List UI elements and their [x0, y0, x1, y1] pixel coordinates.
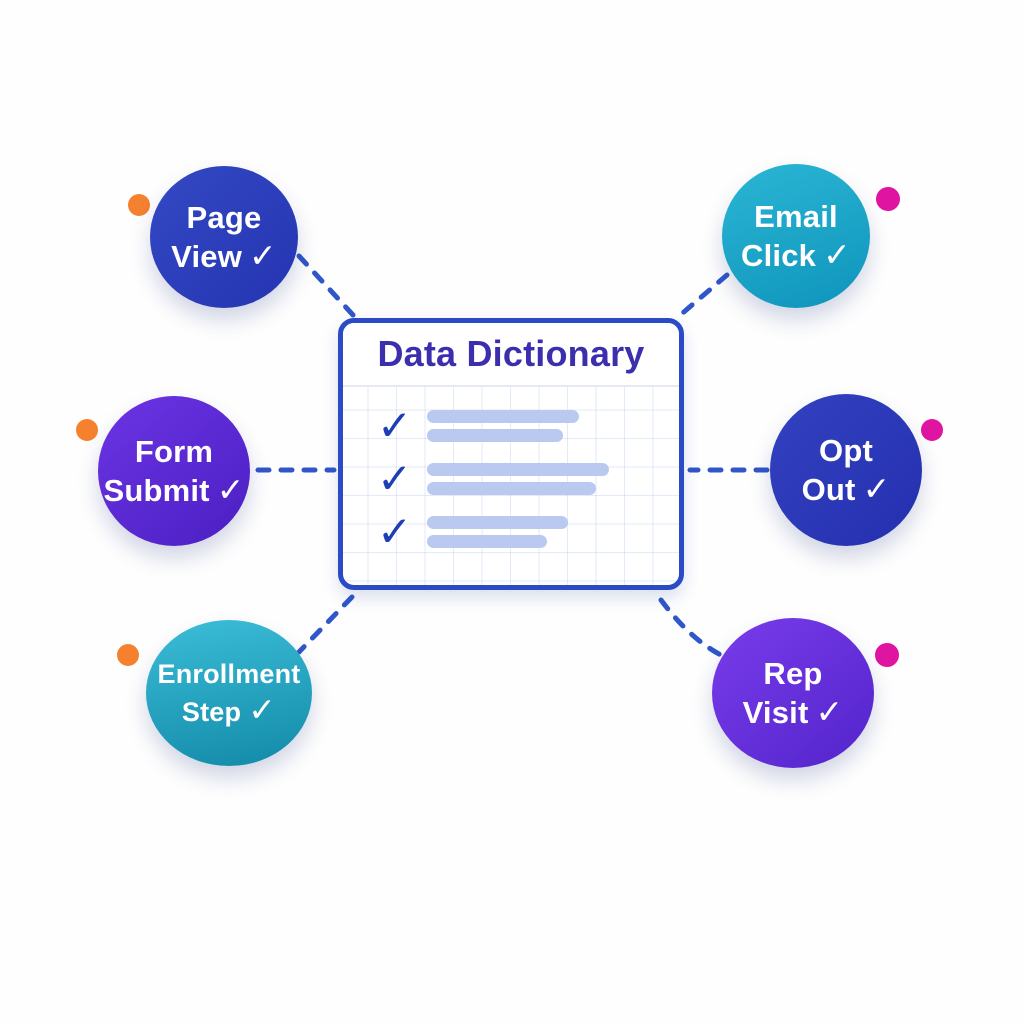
checkmark-icon: ✓: [377, 508, 413, 555]
checklist-row: ✓: [377, 405, 679, 447]
node-label-line2: Visit✓: [742, 692, 844, 730]
node-form-submit[interactable]: Form Submit✓: [98, 396, 250, 546]
checklist-row: ✓: [377, 511, 679, 553]
checkmark-icon: ✓: [248, 690, 277, 728]
node-page-view[interactable]: Page View✓: [150, 166, 298, 308]
connector-enrollment-step-to-card: [296, 594, 355, 655]
data-dictionary-card[interactable]: Data Dictionary ✓ ✓ ✓: [338, 318, 684, 590]
accent-dot-orange-page-view: [128, 194, 150, 216]
node-label-line1: Rep: [763, 655, 823, 691]
checkmark-icon: ✓: [377, 402, 413, 449]
accent-dot-orange-form-submit: [76, 419, 98, 441]
card-title: Data Dictionary: [377, 333, 645, 374]
connector-rep-visit-to-card: [658, 597, 730, 661]
node-label-line2: Out✓: [801, 469, 891, 507]
accent-dot-pink-email-click: [876, 187, 900, 211]
node-label-line1: Enrollment: [157, 658, 301, 689]
card-header: Data Dictionary: [343, 323, 679, 387]
placeholder-text-bars: [427, 410, 579, 442]
checklist-row: ✓: [377, 458, 679, 500]
node-label-line1: Email: [754, 198, 838, 234]
card-checklist: ✓ ✓ ✓: [343, 387, 679, 585]
accent-dot-pink-opt-out: [921, 419, 943, 441]
placeholder-text-bars: [427, 463, 609, 495]
node-label-line2: View✓: [171, 236, 277, 274]
node-label-line2: Click✓: [741, 235, 851, 273]
node-label-line2: Step✓: [181, 690, 277, 728]
node-enrollment-step[interactable]: Enrollment Step✓: [146, 620, 312, 766]
node-label-line1: Opt: [819, 432, 873, 468]
accent-dot-orange-enrollment-step: [117, 644, 139, 666]
node-rep-visit[interactable]: Rep Visit✓: [712, 618, 874, 768]
checkmark-icon: ✓: [377, 455, 413, 502]
node-label-line1: Form: [134, 433, 214, 469]
node-label-line1: Page: [186, 199, 262, 235]
checkmark-icon: ✓: [862, 469, 891, 507]
accent-dot-pink-rep-visit: [875, 643, 899, 667]
placeholder-text-bars: [427, 516, 568, 548]
checkmark-icon: ✓: [249, 236, 277, 274]
connector-email-click-to-card: [675, 272, 730, 320]
node-label-line2: Submit✓: [103, 470, 245, 508]
checkmark-icon: ✓: [216, 470, 245, 508]
node-opt-out[interactable]: Opt Out✓: [770, 394, 922, 546]
checkmark-icon: ✓: [815, 692, 844, 730]
connector-page-view-to-card: [296, 253, 356, 318]
checkmark-icon: ✓: [823, 235, 851, 273]
node-email-click[interactable]: Email Click✓: [722, 164, 870, 308]
